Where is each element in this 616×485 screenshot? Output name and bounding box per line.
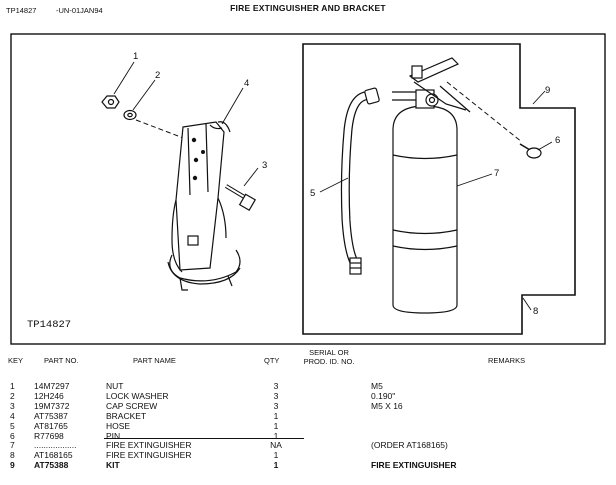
cell-qty: 1 [273,420,279,431]
cell-part: AT168165 [34,450,73,461]
cell-qty: 1 [273,430,279,441]
cell-qty: 1 [273,450,279,461]
cell-qty: 1 [273,460,279,471]
cell-key: 2 [10,390,15,401]
cell-qty: 3 [273,390,279,401]
nut-part [101,95,120,109]
cap-screw-part [224,184,257,212]
cell-key: 3 [10,400,15,411]
cell-remarks: 0.190" [371,390,396,401]
cell-remarks: M5 X 16 [371,400,403,411]
cell-qty: 1 [273,410,279,421]
cell-remarks: M5 [371,381,383,391]
callout-6: 6 [555,135,560,146]
cell-part: .................. [34,440,77,451]
column-part-no: PART NO. [44,356,79,365]
bracket-part [167,121,241,291]
column-serial: SERIAL OR PROD. ID. NO. [296,348,362,366]
cell-part: AT75387 [34,410,68,421]
cell-key: 1 [10,381,15,391]
fire-extinguisher-part [392,57,471,314]
cell-part: AT81765 [34,420,68,431]
callout-leaders [113,61,553,311]
cell-name: LOCK WASHER [106,390,169,401]
cell-remarks: (ORDER AT168165) [371,440,448,451]
pin-part [446,81,542,159]
cell-part: R77698 [34,430,64,441]
column-remarks: REMARKS [488,356,526,365]
illustration-tag: TP14827 [27,319,71,331]
cell-qty: 3 [273,400,279,411]
cell-qty: 3 [273,381,279,391]
column-serial-line1: SERIAL OR [309,348,349,357]
cell-qty: NA [270,440,282,451]
cell-name: KIT [106,460,120,471]
cell-name: BRACKET [106,410,147,421]
document-code: -UN-01JAN94 [56,6,103,15]
callout-3: 3 [262,160,267,171]
cell-name: PIN [106,430,121,441]
callout-8: 8 [533,306,538,317]
column-key: KEY [8,356,24,365]
column-part-name: PART NAME [133,356,176,365]
callout-7: 7 [494,168,499,179]
cell-key: 6 [10,430,15,441]
cell-key: 9 [10,460,15,471]
hose-part [340,87,380,275]
kit-boundary [302,43,576,335]
column-qty: QTY [264,356,280,365]
cell-key: 7 [10,440,15,451]
reference-number: TP14827 [6,6,37,15]
cell-key: 5 [10,420,15,431]
cell-remarks: FIRE EXTINGUISHER [371,460,457,471]
cell-part: AT75388 [34,460,69,471]
callout-2: 2 [155,70,160,81]
callout-1: 1 [133,51,138,62]
cell-part: 14M7297 [34,381,70,391]
cell-name: NUT [106,381,124,391]
page-title: FIRE EXTINGUISHER AND BRACKET [230,3,386,13]
cell-part: 19M7372 [34,400,70,411]
column-serial-line2: PROD. ID. NO. [303,357,355,366]
row-divider [104,438,304,439]
illustration-frame [10,33,606,345]
callout-4: 4 [244,78,249,89]
cell-key: 8 [10,450,15,461]
cell-name: FIRE EXTINGUISHER [106,440,192,451]
cell-part: 12H246 [34,390,64,401]
cell-name: FIRE EXTINGUISHER [106,450,192,461]
cell-key: 4 [10,410,15,421]
cell-name: HOSE [106,420,131,431]
callout-5: 5 [310,188,315,199]
lock-washer-part [123,109,137,121]
callout-9: 9 [545,85,550,96]
cell-name: CAP SCREW [106,400,158,411]
